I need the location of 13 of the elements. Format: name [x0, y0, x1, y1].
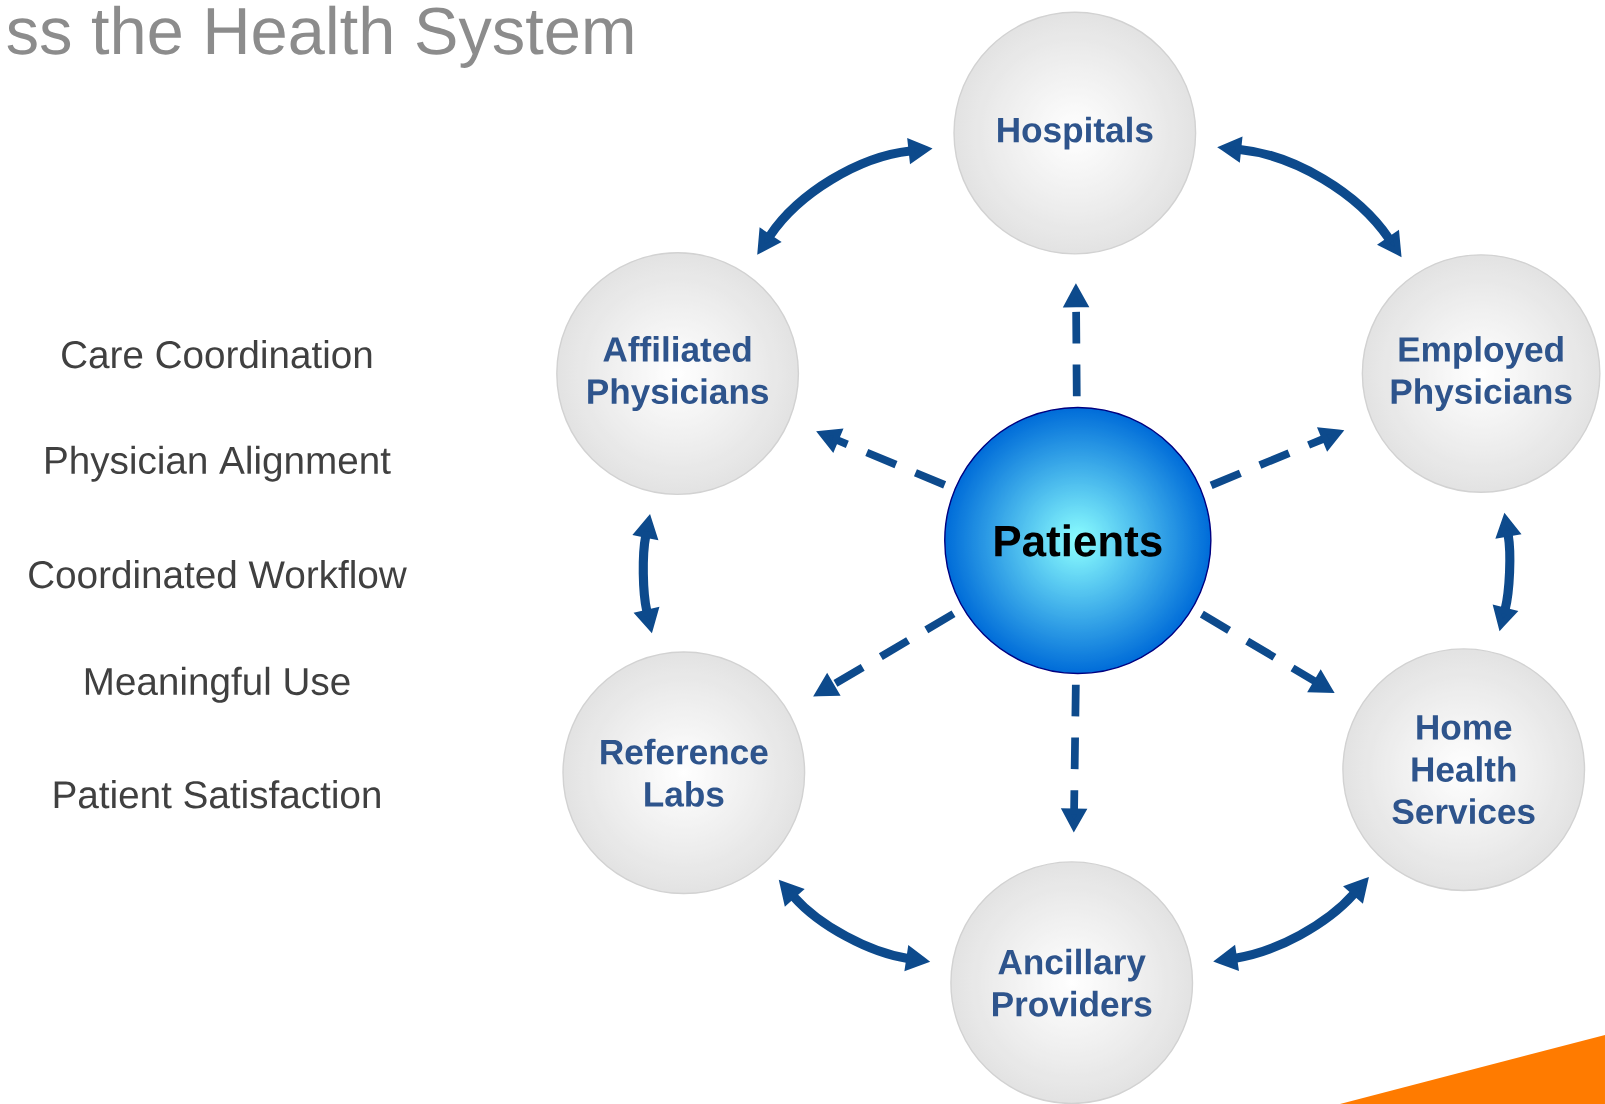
- sphere: Hospitals: [953, 11, 1197, 255]
- list-item: Care Coordination: [62, 340, 372, 369]
- title: ss the Health System: [7, 5, 633, 68]
- list-item: Meaningful Use: [85, 666, 350, 703]
- list-item: Coordinated Workflow: [29, 560, 407, 589]
- sphere: Reference Labs: [562, 651, 806, 895]
- list-item: Patient Satisfaction: [54, 780, 380, 809]
- sphere: Affiliated Physicians: [556, 252, 800, 496]
- list-item: Physician Alignment: [46, 445, 391, 482]
- sphere: Employed Physicians: [1361, 254, 1601, 494]
- sphere: Ancillary Providers: [950, 861, 1194, 1104]
- sphere: Home Health Services: [1342, 648, 1586, 892]
- sphere: Patients: [944, 406, 1212, 675]
